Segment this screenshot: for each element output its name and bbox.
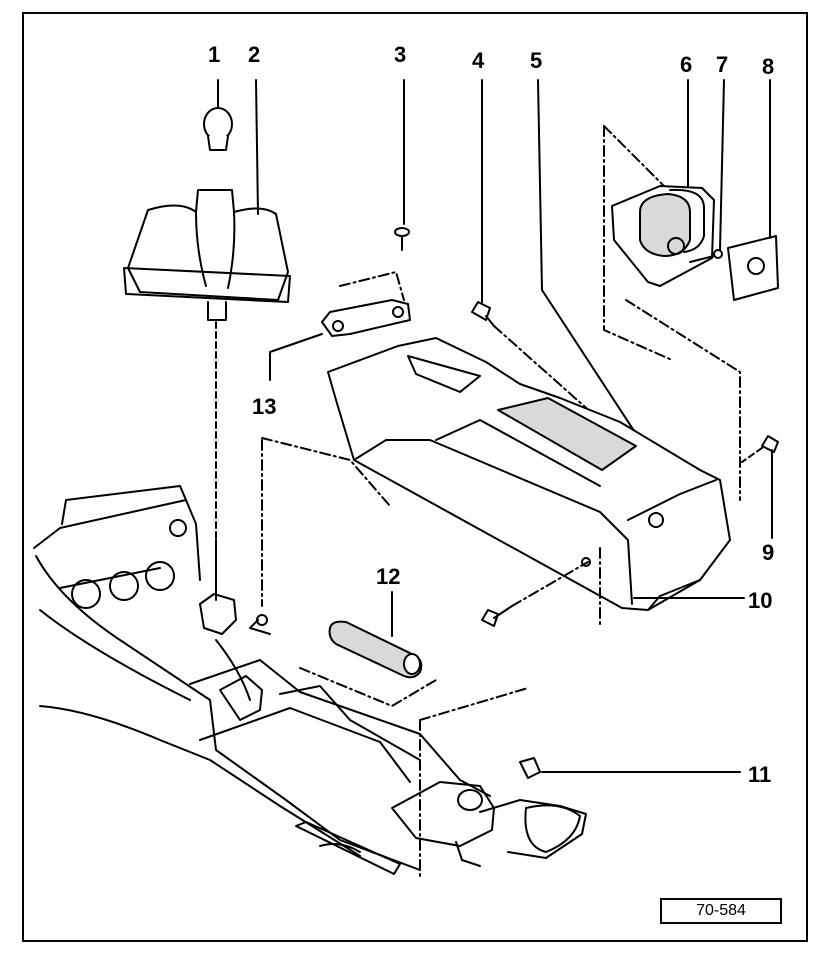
figure-reference-number: 70-584 xyxy=(660,898,782,924)
storage-insert-part-6 xyxy=(611,79,715,287)
vehicle-floor-background xyxy=(33,485,587,877)
clip-part-11 xyxy=(519,757,741,779)
callout-7: 7 xyxy=(716,52,729,77)
callout-11: 11 xyxy=(748,762,772,787)
callout-10: 10 xyxy=(748,588,773,613)
callout-6: 6 xyxy=(680,52,693,77)
assembly-line-13 xyxy=(261,437,391,507)
callout-3: 3 xyxy=(394,42,407,67)
callout-4: 4 xyxy=(472,48,485,73)
callout-2: 2 xyxy=(248,42,261,67)
screw-part-3 xyxy=(339,79,410,301)
bracket-part-13 xyxy=(269,299,411,381)
assembly-line-8 xyxy=(625,299,741,501)
callout-13: 13 xyxy=(252,394,277,419)
assembly-line-6b xyxy=(603,125,665,187)
center-console-part-10 xyxy=(327,337,745,611)
assembly-line-6 xyxy=(603,125,673,361)
callout-12: 12 xyxy=(376,564,401,589)
callout-1: 1 xyxy=(208,42,221,67)
screw-part-9 xyxy=(741,435,779,539)
leader-line-5b xyxy=(541,289,641,441)
console-screw xyxy=(481,561,589,627)
leader-line-5 xyxy=(537,79,543,291)
diagram-frame xyxy=(22,12,808,942)
callout-5: 5 xyxy=(530,48,543,73)
screw-part-7 xyxy=(689,79,725,263)
callout-9: 9 xyxy=(762,540,775,565)
cover-plate-part-8 xyxy=(727,79,779,301)
callout-8: 8 xyxy=(762,54,775,79)
shift-boot-part xyxy=(123,79,291,601)
handbrake-grip-part-12 xyxy=(299,591,437,707)
shift-knob-part xyxy=(203,79,233,151)
